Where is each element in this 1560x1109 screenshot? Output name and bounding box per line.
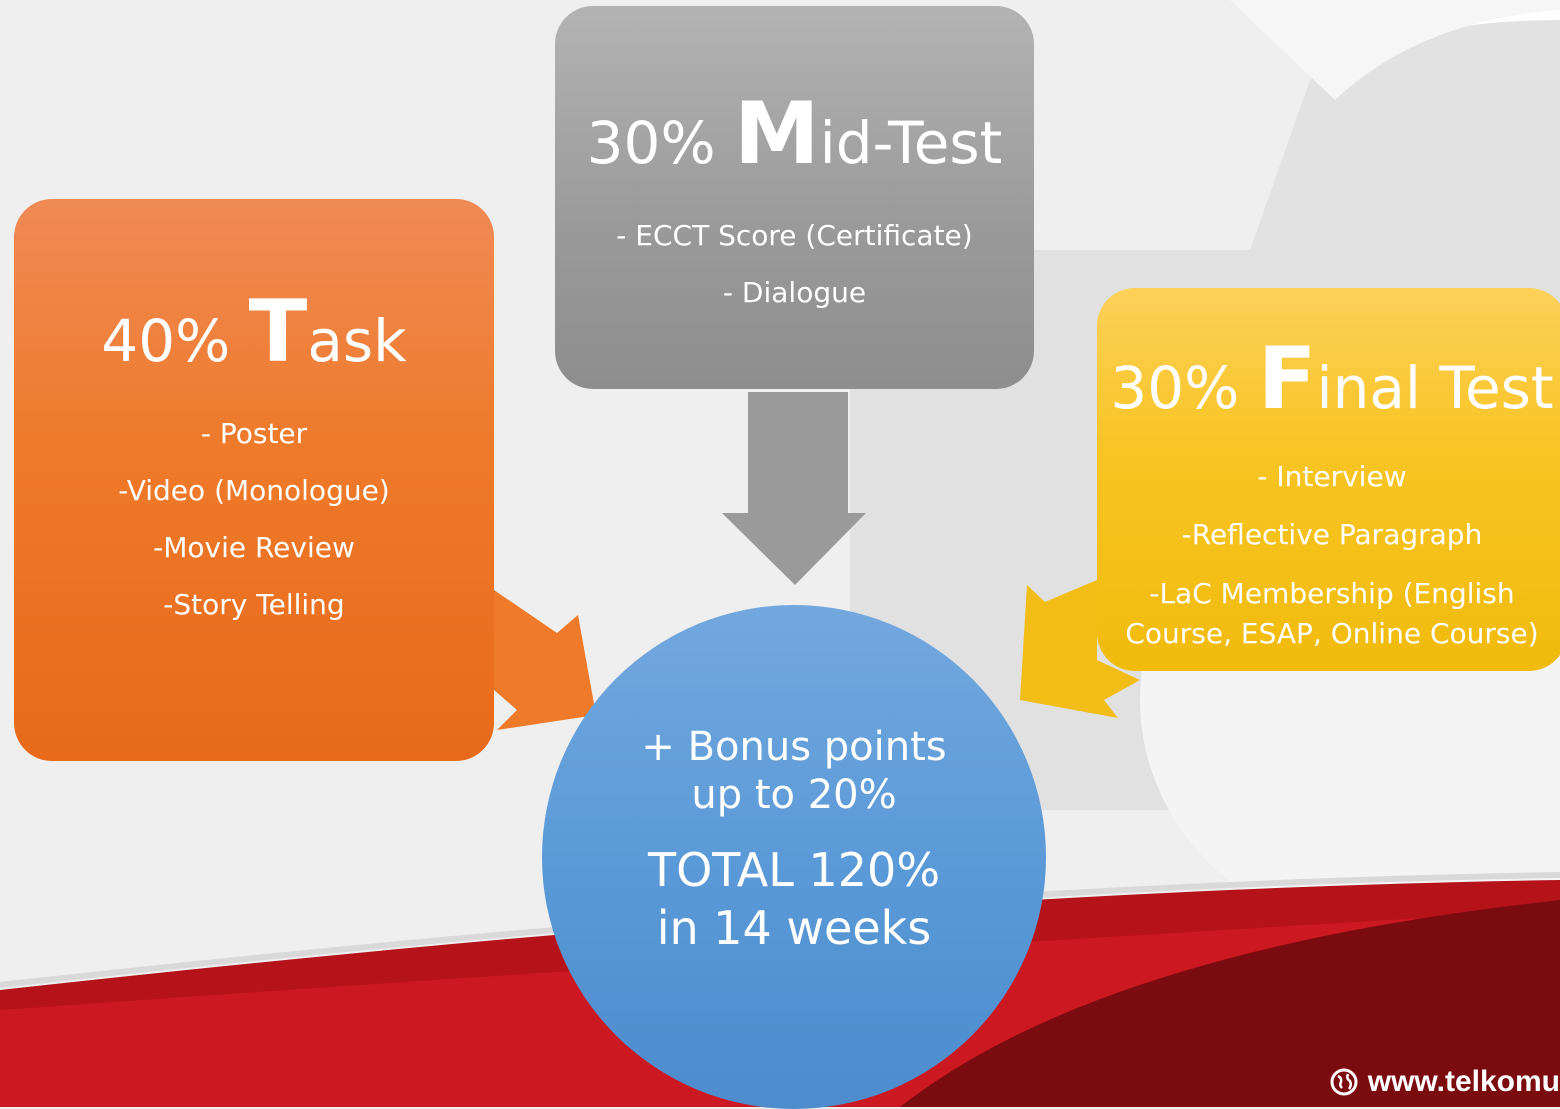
list-item: - ECCT Score (Certificate): [616, 219, 973, 252]
mid-test-items: - ECCT Score (Certificate) - Dialogue: [555, 207, 1034, 321]
mid-test-heading: 30% Mid-Test: [555, 91, 1034, 177]
list-item: -Movie Review: [153, 531, 355, 564]
list-item: - Dialogue: [722, 276, 867, 309]
final-test-percent: 30%: [1110, 354, 1240, 422]
bonus-line: + Bonus points: [641, 724, 947, 770]
mid-test-initial: M: [734, 84, 820, 184]
final-test-items: - Interview -Reflective Paragraph -LaC M…: [1097, 448, 1560, 654]
bonus-text: + Bonus points up to 20%: [542, 723, 1046, 819]
website-url[interactable]: www.telkomu: [1367, 1065, 1560, 1098]
mid-test-box: 30% Mid-Test - ECCT Score (Certificate) …: [555, 6, 1034, 389]
total-line: in 14 weeks: [656, 901, 932, 955]
mid-test-percent: 30%: [586, 109, 716, 177]
arrow-final: [1020, 580, 1140, 718]
task-initial: T: [248, 282, 308, 382]
bonus-line: up to 20%: [691, 772, 897, 818]
arrow-down: [722, 392, 866, 585]
globe-icon: [1330, 1068, 1358, 1096]
total-line: TOTAL 120%: [647, 843, 941, 897]
footer-band-dark: [900, 900, 1560, 1107]
list-item: -LaC Membership (English Course, ESAP, O…: [1125, 577, 1539, 650]
list-item: -Video (Monologue): [118, 474, 390, 507]
task-percent: 40%: [101, 307, 231, 375]
task-heading: 40% Task: [14, 289, 494, 375]
final-test-box: 30% Final Test - Interview -Reflective P…: [1097, 288, 1560, 671]
final-test-title-rest: inal Test: [1316, 354, 1554, 422]
final-test-heading: 30% Final Test: [1097, 336, 1560, 422]
arrow-task: [494, 590, 596, 730]
mid-test-title-rest: id-Test: [819, 109, 1003, 177]
task-box: 40% Task - Poster -Video (Monologue) -Mo…: [14, 199, 494, 761]
list-item: - Poster: [200, 417, 308, 450]
total-text: TOTAL 120% in 14 weeks: [542, 841, 1046, 957]
footer-website: www.telkomu: [1330, 1065, 1560, 1099]
task-items: - Poster -Video (Monologue) -Movie Revie…: [14, 405, 494, 633]
list-item: - Interview: [1257, 460, 1407, 493]
task-title-rest: ask: [307, 307, 407, 375]
list-item: -Story Telling: [163, 588, 345, 621]
watermark-shape: [1230, 0, 1560, 100]
list-item: -Reflective Paragraph: [1181, 518, 1483, 551]
summary-circle: + Bonus points up to 20% TOTAL 120% in 1…: [542, 605, 1046, 1109]
final-test-initial: F: [1257, 329, 1317, 429]
